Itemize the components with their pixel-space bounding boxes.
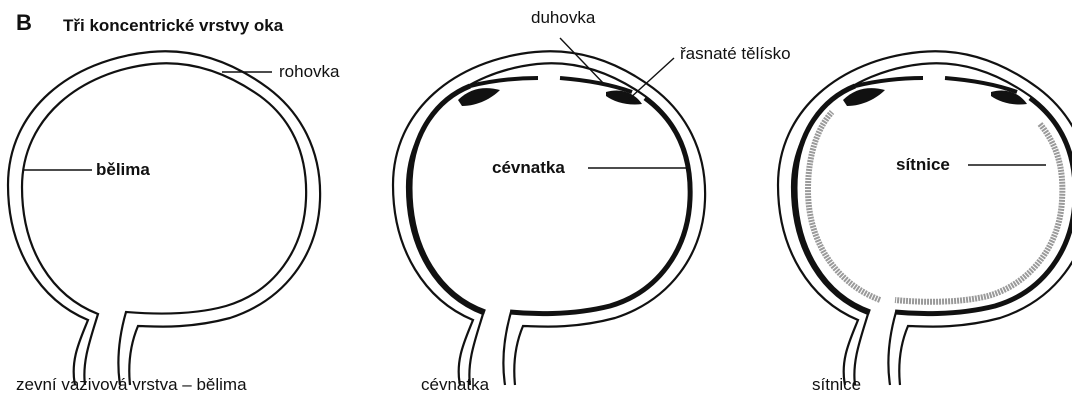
caption-panel-2: cévnatka [421,375,489,395]
eye-2-choroid-right [510,98,690,314]
eye-panel-3 [778,51,1072,385]
eye-3-retina-right [895,124,1062,302]
eye-3-ciliary-right [991,91,1027,105]
eye-1-sclera [8,51,320,385]
eye-panel-2 [393,38,705,385]
eye-3-iris-right [945,78,1017,92]
rasnate-telisko-leader [628,58,674,100]
label-sitnice: sítnice [896,155,950,175]
label-belima: bělima [96,160,150,180]
label-cevnatka: cévnatka [492,158,565,178]
eye-3-sclera [778,51,1072,385]
eye-2-sclera [393,51,705,385]
caption-panel-1: zevní vazivová vrstva – bělima [16,375,247,395]
label-rasnate-telisko: řasnaté tělísko [680,44,791,64]
caption-panel-3: sítnice [812,375,861,395]
eye-3-choroid-right [895,98,1072,314]
eye-panel-1 [8,51,320,385]
eye-2-iris-right [560,78,632,92]
label-duhovka: duhovka [531,8,595,28]
label-rohovka: rohovka [279,62,339,82]
